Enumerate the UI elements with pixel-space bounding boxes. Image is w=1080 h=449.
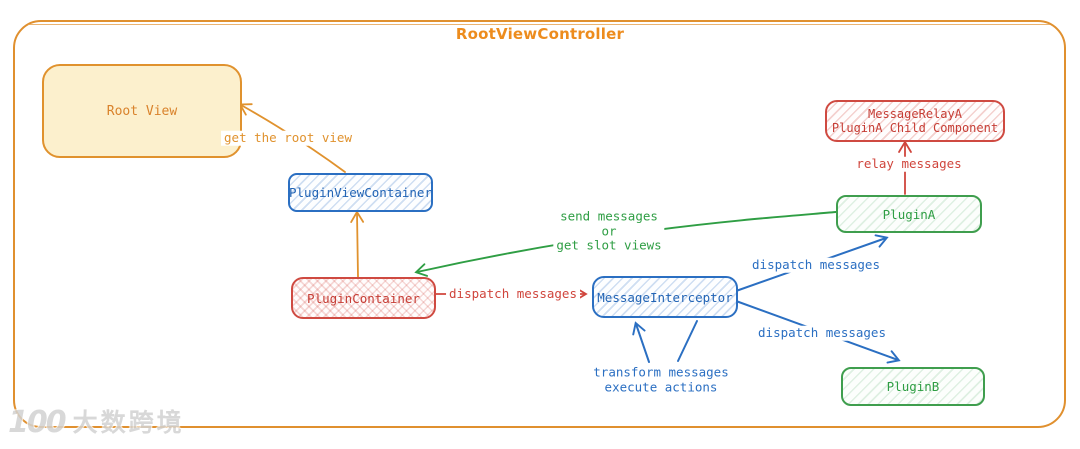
node-message-relay-a-line2: PluginA Child Component bbox=[831, 121, 999, 135]
edge-label-relay-messages: relay messages bbox=[853, 156, 965, 172]
arrow-send-messages bbox=[414, 211, 837, 277]
node-plugin-b-label: PluginB bbox=[886, 379, 940, 394]
node-message-interceptor-label: MessageInterceptor bbox=[597, 289, 733, 305]
watermark-logo: 100 bbox=[8, 405, 67, 440]
arrow-plugincontainer-to-viewcontainer bbox=[350, 210, 365, 278]
frame-sketch-line bbox=[28, 24, 1050, 25]
diagram-title: RootViewController bbox=[455, 25, 625, 43]
node-plugin-a-label: PluginA bbox=[882, 206, 936, 222]
edge-label-send-messages-line2: or bbox=[601, 222, 617, 238]
edge-label-send-messages-line3: get slot views bbox=[556, 237, 662, 253]
edge-label-send-messages: send messages or get slot views bbox=[553, 208, 665, 253]
node-plugin-view-container-label: PluginViewContainer bbox=[289, 185, 432, 200]
arrow-transform-messages bbox=[632, 321, 650, 363]
watermark: 100 大数跨境 bbox=[8, 408, 185, 438]
edge-label-get-root-view: get the root view bbox=[221, 130, 355, 146]
node-message-relay-a: MessageRelayA PluginA Child Component bbox=[825, 100, 1005, 142]
edge-label-transform-messages: transform messages execute actions bbox=[593, 364, 729, 395]
node-message-relay-a-line1: MessageRelayA bbox=[868, 107, 962, 121]
edge-label-transform-line1: transform messages bbox=[593, 364, 729, 380]
node-plugin-a: PluginA bbox=[836, 195, 982, 233]
node-root-view-label: Root View bbox=[106, 103, 178, 119]
edge-label-transform-line2: execute actions bbox=[604, 379, 718, 394]
node-plugin-container: PluginContainer bbox=[291, 277, 436, 319]
edge-label-send-messages-line1: send messages bbox=[560, 208, 658, 224]
edge-label-dispatch-plugin-a: dispatch messages bbox=[749, 257, 883, 273]
root-view-controller-frame bbox=[13, 20, 1066, 428]
node-root-view: Root View bbox=[42, 64, 242, 158]
node-message-interceptor: MessageInterceptor bbox=[592, 276, 738, 318]
node-plugin-container-label: PluginContainer bbox=[307, 290, 420, 306]
edge-label-dispatch-plugin-b: dispatch messages bbox=[755, 325, 889, 341]
edge-label-dispatch-interceptor: dispatch messages bbox=[446, 286, 580, 302]
line-execute-actions bbox=[677, 320, 698, 362]
watermark-text: 大数跨境 bbox=[72, 408, 185, 437]
node-plugin-view-container: PluginViewContainer bbox=[288, 173, 433, 212]
node-plugin-b: PluginB bbox=[841, 367, 985, 406]
